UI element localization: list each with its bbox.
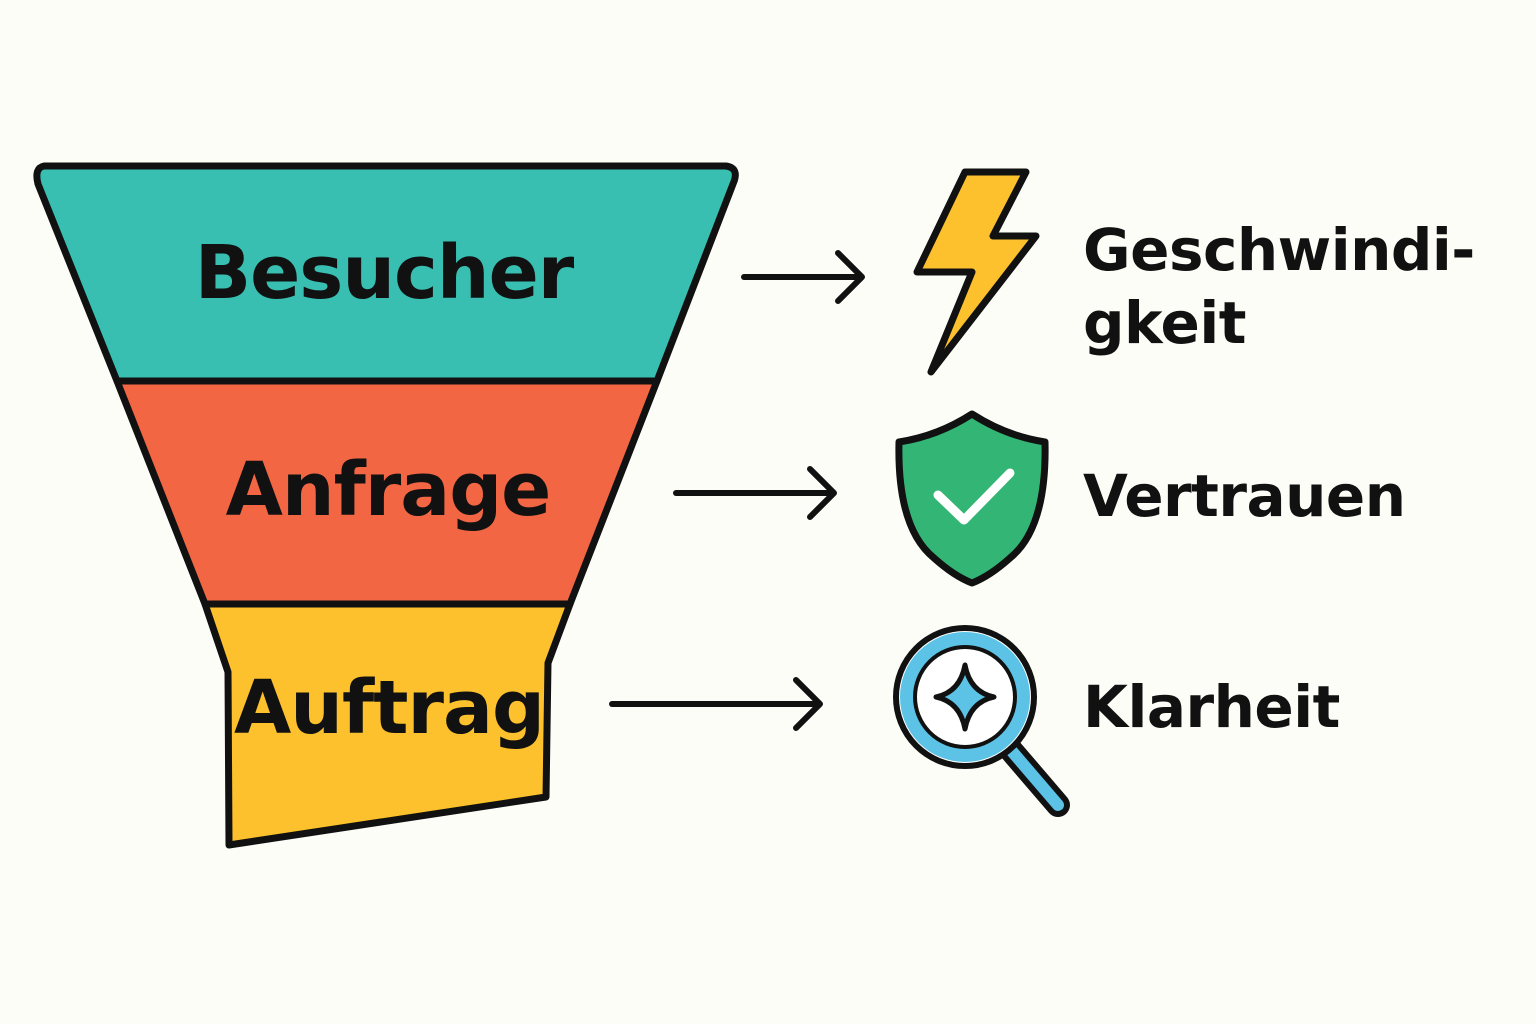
arrow-to-speed [741, 250, 865, 304]
shield-check-icon [895, 410, 1049, 587]
benefit-clarity-label: Klarheit [1083, 673, 1340, 741]
funnel-stage-order-shape [201, 600, 574, 849]
funnel-stage-visitors: Besucher [33, 162, 739, 385]
funnel-stage-visitors-label: Besucher [195, 230, 575, 316]
arrow-to-trust [673, 466, 837, 520]
arrow-to-clarity [609, 677, 823, 731]
magnifier-sparkle-icon [893, 625, 1070, 817]
benefit-trust-label: Vertrauen [1083, 462, 1406, 530]
lightning-bolt-icon [913, 168, 1040, 376]
funnel-stage-order-label: Auftrag [234, 665, 544, 751]
funnel-stage-inquiry-label: Anfrage [226, 447, 551, 533]
benefit-speed-label-line2: gkeit [1083, 289, 1246, 357]
funnel-stage-inquiry: Anfrage [113, 377, 661, 608]
benefit-speed-label-line1: Geschwindi- [1083, 216, 1475, 284]
benefit-speed-label: Geschwindi- gkeit [1083, 216, 1495, 357]
funnel-stage-order: Auftrag [201, 600, 574, 849]
